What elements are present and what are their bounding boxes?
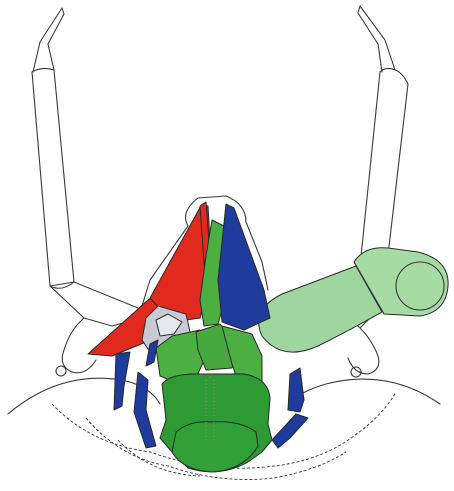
blue-strap-right-2 <box>272 414 308 448</box>
labium <box>160 366 272 472</box>
maxillary-palp <box>259 248 448 352</box>
right-coxa <box>348 328 379 374</box>
left-antenna <box>33 8 64 72</box>
antennae <box>33 6 395 72</box>
left-coxa <box>62 318 96 373</box>
blue-strap-left-2 <box>134 372 156 448</box>
blue-muscle-right <box>218 204 270 330</box>
right-antenna <box>358 6 395 72</box>
labium-ligula <box>172 422 258 472</box>
right-body-curve <box>290 379 440 404</box>
right-femur <box>360 68 408 273</box>
blue-strap-right <box>288 368 304 412</box>
left-spiracle <box>56 366 66 376</box>
left-femur <box>32 68 74 288</box>
